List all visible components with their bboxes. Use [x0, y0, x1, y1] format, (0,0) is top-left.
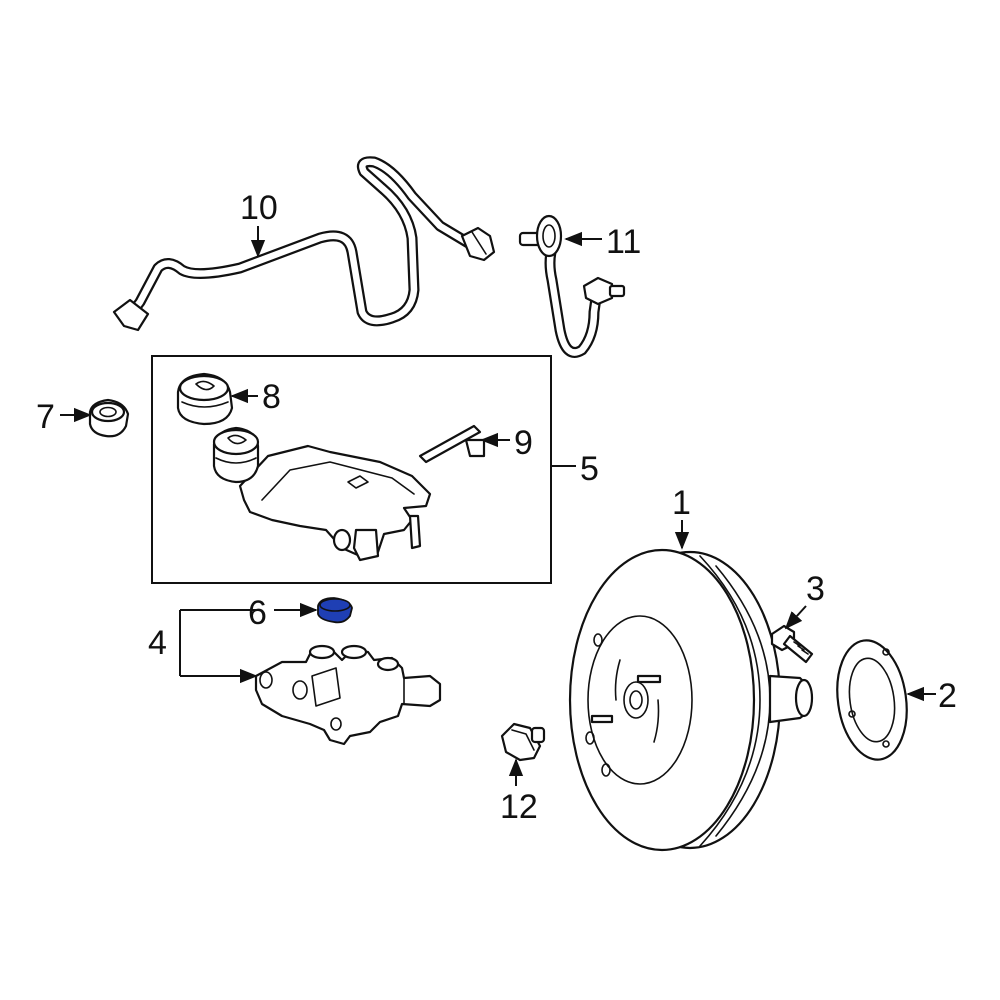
callout-1: 1 [672, 484, 691, 522]
callout-8: 8 [262, 378, 281, 416]
reservoir-assembly-frame [151, 355, 552, 584]
callout-4: 4 [148, 624, 167, 662]
callout-9: 9 [514, 424, 533, 462]
part-2-gasket[interactable] [830, 636, 914, 764]
callout-7: 7 [36, 398, 55, 436]
part-7-grommet[interactable] [88, 398, 130, 438]
part-4-master-cylinder[interactable] [254, 644, 442, 746]
part-12-sensor[interactable] [500, 722, 546, 762]
callout-6: 6 [248, 594, 267, 632]
part-1-brake-booster[interactable] [568, 548, 814, 852]
part-11-vacuum-hose[interactable] [518, 214, 626, 358]
part-5-reservoir[interactable] [212, 426, 432, 562]
callout-5: 5 [580, 450, 599, 488]
part-8-reservoir-cap[interactable] [176, 372, 234, 426]
callout-12: 12 [500, 788, 538, 826]
leader-3 [784, 605, 807, 630]
callout-10: 10 [240, 189, 278, 227]
part-9-level-sensor[interactable] [418, 424, 486, 464]
callout-3: 3 [806, 570, 825, 608]
part-10-brake-line[interactable] [112, 156, 496, 332]
callout-11: 11 [606, 223, 641, 261]
part-3-bolt[interactable] [770, 624, 814, 664]
callout-2: 2 [938, 677, 957, 715]
part-6-seal[interactable] [317, 597, 353, 624]
